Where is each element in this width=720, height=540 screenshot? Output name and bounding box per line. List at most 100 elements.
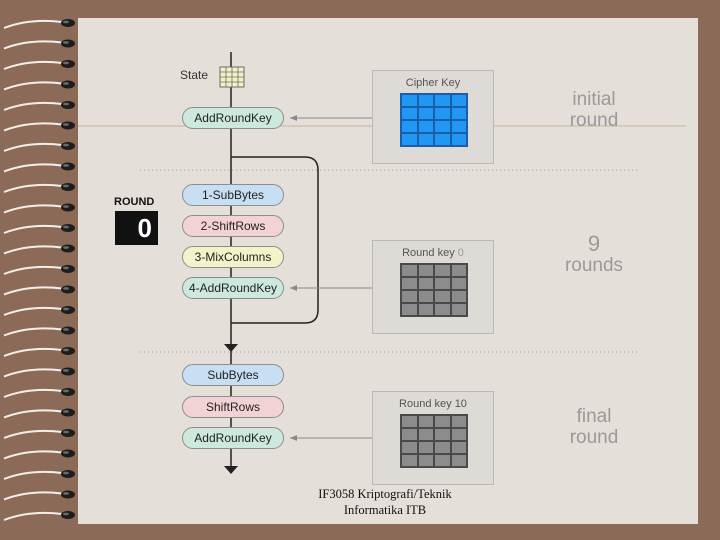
spiral-wire <box>3 163 63 173</box>
key-grid-cell <box>402 304 417 315</box>
key-grid-cell <box>451 278 466 289</box>
spiral-ring-highlight <box>63 61 69 65</box>
final-step-addroundkey: AddRoundKey <box>182 427 284 449</box>
spiral-wire <box>3 491 63 501</box>
key-grid-cell <box>451 304 466 315</box>
flow-arrowhead-end <box>224 466 238 474</box>
round-step-shiftrows: 2-ShiftRows <box>182 215 284 237</box>
key-grid-cell <box>451 121 466 132</box>
key-grid-cell <box>451 455 466 466</box>
key-grid-cell <box>451 442 466 453</box>
spiral-ring-highlight <box>63 348 69 352</box>
spiral-wire <box>3 286 63 296</box>
spiral-wire <box>3 511 63 521</box>
round-step-subbytes: 1-SubBytes <box>182 184 284 206</box>
spiral-wire <box>3 224 63 234</box>
phase-final-line2: round <box>569 427 619 448</box>
key-grid-cell <box>435 291 450 302</box>
cipher-key-grid <box>400 93 468 147</box>
round-key-grid <box>400 263 468 317</box>
phase-final-line1: final <box>576 406 612 427</box>
spiral-wire <box>3 327 63 337</box>
final-step-shiftrows: ShiftRows <box>182 396 284 418</box>
key-grid-cell <box>402 95 417 106</box>
key-grid-cell <box>402 278 417 289</box>
round-number-badge: 0 <box>115 211 158 245</box>
state-label: State <box>180 68 209 82</box>
round-key-label: Round key <box>402 247 455 259</box>
key-grid-cell <box>418 95 433 106</box>
key-grid-cell <box>435 304 450 315</box>
spiral-wire <box>3 19 63 29</box>
footer-line-2: Informatika ITB <box>343 503 427 517</box>
key-grid-cell <box>435 95 450 106</box>
spiral-wire <box>3 265 63 275</box>
key-grid-cell <box>435 134 450 145</box>
key-grid-cell <box>418 455 433 466</box>
spiral-wire <box>3 429 63 439</box>
spiral-wire <box>3 470 63 480</box>
final-key-box: Round key 10 <box>372 391 494 485</box>
phase-initial-label: initial round <box>548 89 640 131</box>
phase-final-label: final round <box>548 406 640 448</box>
spiral-ring-highlight <box>63 369 69 372</box>
key-grid-cell <box>418 108 433 119</box>
spiral-wire <box>3 40 63 50</box>
round-loop-line <box>231 156 319 324</box>
spiral-ring-highlight <box>63 451 69 454</box>
spiral-binding <box>3 19 75 521</box>
key-grid-cell <box>402 429 417 440</box>
round-step-addroundkey: 4-AddRoundKey <box>182 277 284 299</box>
key-grid-cell <box>402 455 417 466</box>
spiral-wire <box>3 81 63 91</box>
spiral-ring-highlight <box>63 389 69 393</box>
phase-initial-line1: initial <box>572 89 616 110</box>
round-key-box: Round key 0 <box>372 240 494 334</box>
spiral-ring-highlight <box>63 328 69 331</box>
spiral-ring-highlight <box>63 410 69 413</box>
phase-rounds-count: 9 <box>587 231 601 256</box>
key-grid-cell <box>435 121 450 132</box>
key-grid-cell <box>418 304 433 315</box>
key-grid-cell <box>402 416 417 427</box>
phase-rounds-line2: rounds <box>564 255 624 276</box>
footer-line-1: IF3058 Kriptografi/Teknik <box>318 487 452 501</box>
key-grid-cell <box>451 429 466 440</box>
spiral-ring-highlight <box>63 20 69 24</box>
cipher-key-box: Cipher Key <box>372 70 494 164</box>
spiral-wire <box>3 122 63 132</box>
state-grid-icon <box>219 66 245 88</box>
key-grid-cell <box>451 134 466 145</box>
spiral-ring-highlight <box>63 471 69 475</box>
slide-footer: IF3058 Kriptografi/Teknik Informatika IT… <box>300 486 470 518</box>
key-grid-cell <box>402 121 417 132</box>
flow-arrowhead-middle <box>224 344 238 352</box>
spiral-wire <box>3 306 63 316</box>
spiral-ring-highlight <box>63 492 69 495</box>
key-grid-cell <box>402 265 417 276</box>
round-number: 0 <box>137 212 152 243</box>
spiral-ring-highlight <box>63 512 69 516</box>
spiral-ring-highlight <box>63 143 69 147</box>
key-grid-cell <box>451 265 466 276</box>
key-grid-cell <box>418 416 433 427</box>
spiral-ring-highlight <box>63 266 69 270</box>
key-grid-cell <box>418 291 433 302</box>
key-grid-cell <box>435 416 450 427</box>
key-grid-cell <box>451 95 466 106</box>
key-grid-cell <box>435 442 450 453</box>
key-grid-cell <box>418 278 433 289</box>
spiral-wire <box>3 368 63 378</box>
round-key-index: 0 <box>457 247 464 259</box>
spiral-wire <box>3 204 63 214</box>
key-grid-cell <box>418 442 433 453</box>
key-grid-cell <box>402 108 417 119</box>
key-grid-cell <box>435 108 450 119</box>
spiral-wire <box>3 60 63 70</box>
key-arrowhead-final <box>290 435 297 441</box>
key-arrowhead-round <box>290 285 297 291</box>
final-key-grid <box>400 414 468 468</box>
key-grid-cell <box>435 265 450 276</box>
spiral-ring-highlight <box>63 123 69 126</box>
